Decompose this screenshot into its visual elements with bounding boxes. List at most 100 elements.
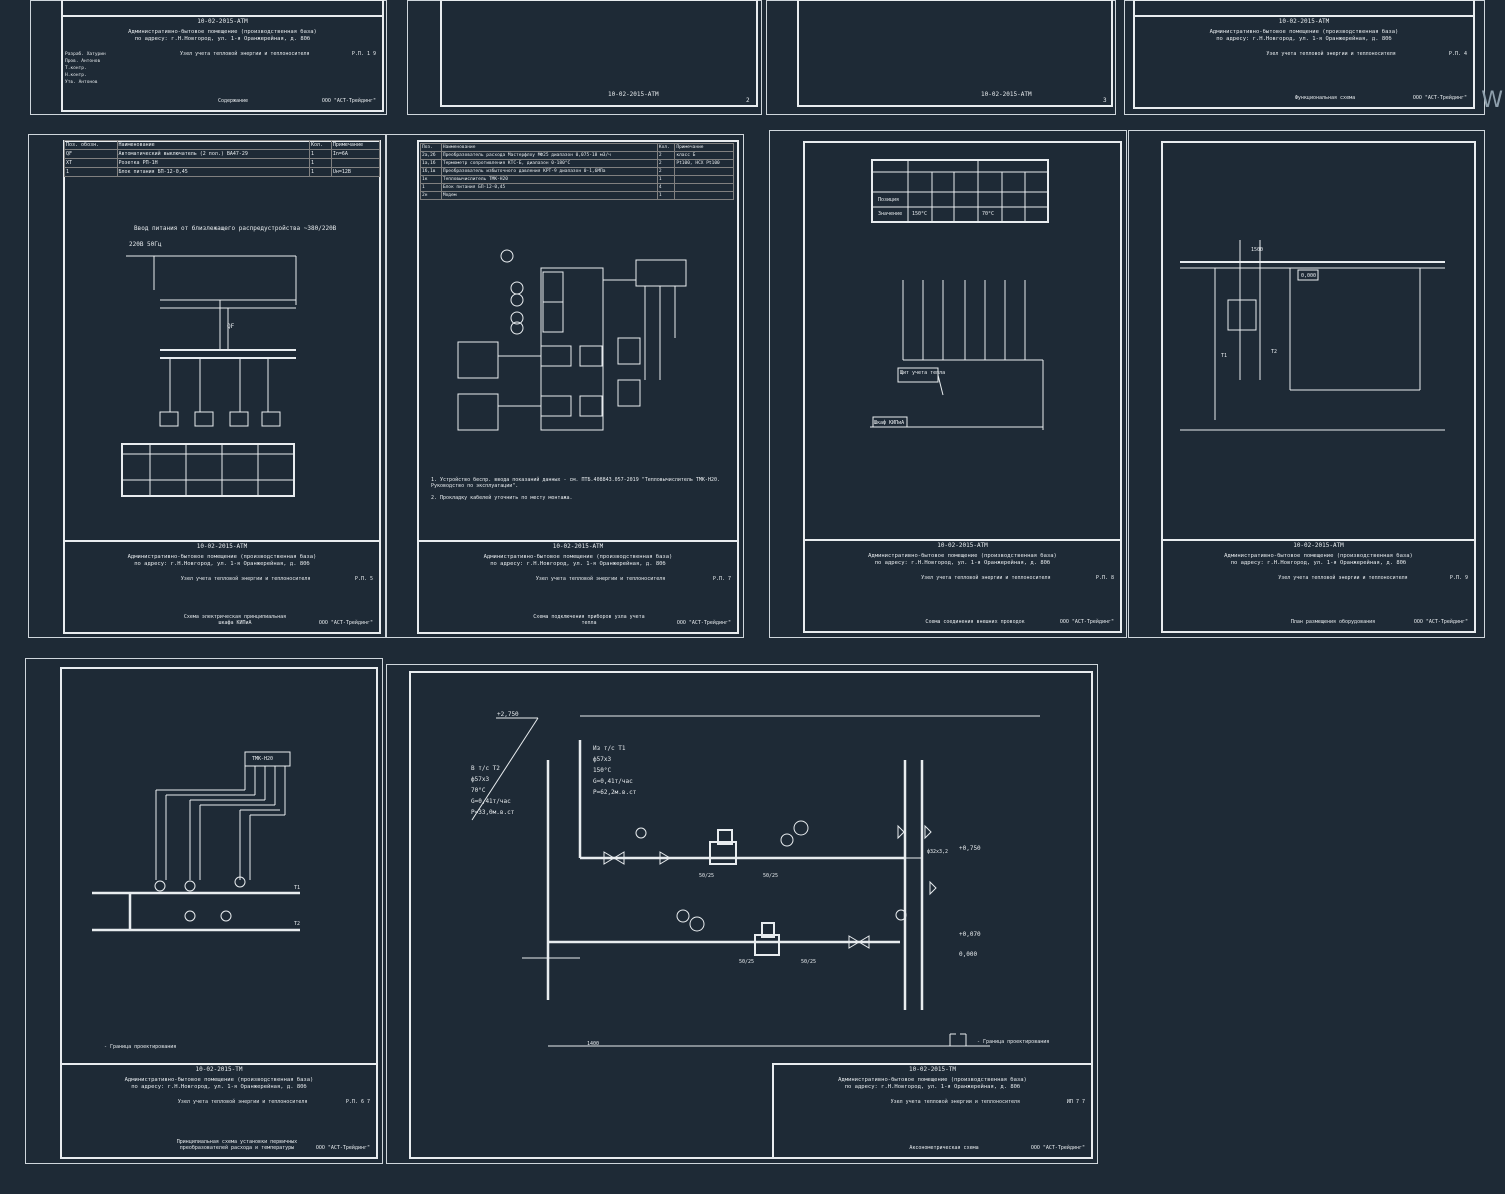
doc-code: 10-02-2015-АТМ	[1278, 18, 1330, 25]
spec-header: Кол.	[656, 143, 676, 152]
note-2: 2. Прокладку кабелей уточнить по месту м…	[431, 495, 573, 501]
t2-label: Т2	[1271, 349, 1278, 355]
spec-cell: 1к	[420, 175, 442, 184]
doc-code: 10-02-2015-АТМ	[608, 91, 659, 98]
spec-cell: Pt100, НСХ Pt100	[674, 159, 734, 168]
sheet-9-title-block: 10-02-2015-ТМ Административно-бытовое по…	[60, 1063, 378, 1159]
project-name: Узел учета тепловой энергии и теплоносит…	[890, 1099, 1021, 1105]
sheet-5[interactable]: Ввод питания от близлежащего распредустр…	[28, 134, 386, 638]
spec-header: Поз.	[420, 143, 442, 152]
sheet-number: 2	[746, 97, 750, 104]
t1-label: Т1	[294, 885, 301, 891]
sheet-3[interactable]: 10-02-2015-АТМ 3	[766, 0, 1116, 115]
spec-cell	[330, 158, 381, 168]
firm-name: ООО "АСТ-Трейдинг"	[1412, 95, 1467, 101]
dim-1500: 1500	[1251, 247, 1264, 253]
project-name: Узел учета тепловой энергии и теплоносит…	[180, 51, 310, 57]
sheet-2[interactable]: 10-02-2015-АТМ 2	[407, 0, 762, 115]
spec-cell: 1	[309, 158, 332, 168]
sheet-6-title-block: 10-02-2015-АТМ Административно-бытовое п…	[417, 540, 739, 634]
pipe-size: ф32х3,2	[927, 849, 949, 855]
spec-cell: класс Б	[674, 151, 734, 160]
stage-info: Р.П. 7	[712, 576, 731, 582]
firm-name: ООО "АСТ-Трейдинг"	[318, 620, 373, 626]
spec-cell: 1	[420, 183, 442, 192]
project-name: Узел учета тепловой энергии и теплоносит…	[921, 575, 1051, 581]
sheet-1[interactable]: 10-02-2015-АТМ Административно-бытовое п…	[30, 0, 387, 115]
elevation-2: +0,750	[959, 845, 981, 852]
spec-cell: Модем	[440, 191, 658, 200]
elevation-3: +0,070	[959, 931, 981, 938]
project-name: Узел учета тепловой энергии и теплоносит…	[180, 576, 311, 582]
spec-cell: 2	[656, 151, 676, 160]
sheet-8[interactable]: 1500 0,000 Т1 Т2 10-02-2015-АТМ Админист…	[1128, 130, 1485, 638]
spec-cell: XT	[64, 158, 118, 168]
spec-cell: 2	[656, 159, 676, 168]
spec-cell: Преобразователь расхода Мастерфлоу МФ25 …	[440, 151, 658, 160]
spec-cell: Автоматический выключатель (2 пол.) ВА47…	[116, 149, 310, 159]
sheet-5-title-block: 10-02-2015-АТМ Административно-бытовое п…	[63, 540, 381, 634]
sheet-6[interactable]: 1. Устройство беспр. ввода показаний дан…	[386, 134, 744, 638]
pipe-size: 50/25	[699, 873, 715, 879]
voltage-label: 220В 50Гц	[129, 241, 162, 248]
stage-info: Р.П. 5	[354, 576, 373, 582]
sheet-4[interactable]: 10-02-2015-АТМ Административно-бытовое п…	[1124, 0, 1485, 115]
spec-cell	[674, 167, 734, 176]
input-note: Ввод питания от близлежащего распредустр…	[134, 225, 337, 232]
doc-code: 10-02-2015-АТМ	[981, 91, 1032, 98]
s7-cell: 150°С	[912, 211, 928, 217]
sheet-7-title-block: 10-02-2015-АТМ Административно-бытовое п…	[803, 539, 1122, 633]
elevation-4: 0,000	[959, 951, 978, 958]
spec-cell: Тепловычислитель ТМК-Н20	[440, 175, 658, 184]
project-name: Узел учета тепловой энергии и теплоносит…	[1266, 51, 1396, 57]
elevation-top: +2,750	[497, 711, 519, 718]
pipe-size: 50/25	[739, 959, 755, 965]
t1-label: Т1	[1221, 353, 1228, 359]
cabinet-label: Шкаф КИПиА	[874, 420, 905, 426]
firm-name: ООО "АСТ-Трейдинг"	[1030, 1145, 1085, 1151]
org-address: Административно-бытовое помещение (произ…	[124, 1077, 314, 1090]
project-name: Узел учета тепловой энергии и теплоносит…	[1278, 575, 1408, 581]
spec-cell: Преобразователь избыточного давления КРТ…	[440, 167, 658, 176]
qf-label: QF	[227, 323, 235, 330]
bottom-dim: 1400	[587, 1041, 600, 1047]
spec-cell: 2	[656, 167, 676, 176]
spec-cell: 2а,2б	[420, 151, 442, 160]
terminal-label: Щит учета тепла	[900, 370, 946, 376]
sheet-10-title-block: 10-02-2015-ТМ Административно-бытовое по…	[772, 1063, 1093, 1159]
sheet-title: Схема подключения приборов узла учета те…	[533, 614, 645, 626]
sheet-9[interactable]: ТМК-Н20 Т1 Т2 - Граница проектирования 1…	[25, 658, 383, 1164]
spec-cell: 1	[656, 175, 676, 184]
sheet-7[interactable]: Щит учета тепла Шкаф КИПиА 10-02-2015-АТ…	[769, 130, 1127, 638]
doc-code: 10-02-2015-АТМ	[197, 18, 248, 25]
spec-cell	[674, 191, 734, 200]
firm-name: ООО "АСТ-Трейдинг"	[315, 1145, 370, 1151]
doc-code: 10-02-2015-АТМ	[1293, 542, 1344, 549]
spec-cell: QF	[64, 149, 118, 159]
sheet-3-frame	[797, 0, 1113, 107]
sheet-10-frame	[409, 671, 1093, 1159]
sheet-title: Схема соединения внешних проводок	[925, 619, 1025, 625]
org-address: Административно-бытовое помещение (произ…	[127, 554, 317, 567]
spec-header: Примечание	[674, 143, 734, 152]
stage-info: Р.П. 4	[1448, 51, 1467, 57]
spec-cell: Блок питания БП-12-0,45	[440, 183, 658, 192]
spec-header: Поз. обозн.	[64, 140, 118, 150]
firm-name: ООО "АСТ-Трейдинг"	[676, 620, 731, 626]
firm-name: ООО "АСТ-Трейдинг"	[1059, 619, 1114, 625]
sheet-title: Схема электрическая принципиальная шкафа…	[183, 614, 287, 626]
spec-header: Кол.	[309, 140, 332, 150]
doc-code: 10-02-2015-ТМ	[195, 1066, 243, 1073]
spec-cell: Термометр сопротивления КТС-Б, диапазон …	[440, 159, 658, 168]
pipe-size: 50/25	[801, 959, 817, 965]
spec-cell: 1	[309, 149, 332, 159]
sheet-title: План размещения оборудования	[1290, 619, 1376, 625]
firm-name: ООО "АСТ-Трейдинг"	[1413, 619, 1468, 625]
pipe-size: 50/25	[763, 873, 779, 879]
